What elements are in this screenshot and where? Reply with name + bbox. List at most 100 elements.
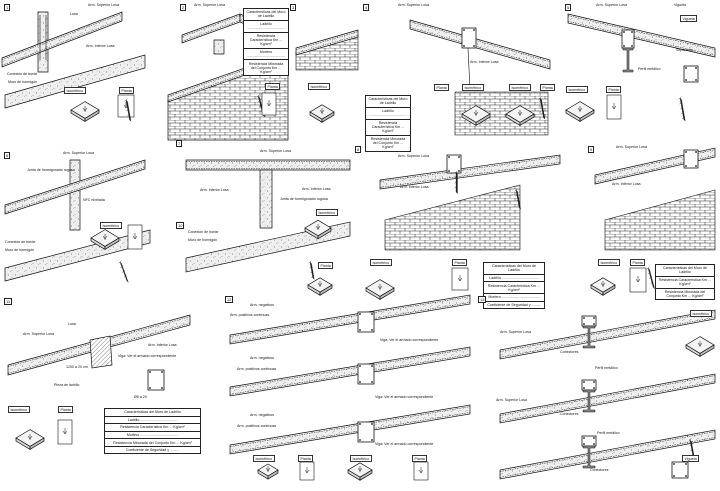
rebar-dot [371,423,373,425]
label-arm-negativos-3: Arm. negativos [250,413,274,417]
arrow-icon [102,234,108,240]
stirrup-tick [257,99,261,103]
arrow-icon [697,341,703,347]
ridge-column [213,39,225,55]
label-nfc: NFC nivelada [83,198,105,202]
label-isometrico-1: Isométrico [64,87,86,94]
label-isometrico-10: Isométrico [8,406,30,413]
rebar-bottom [229,412,471,453]
rebar-dot [473,45,475,47]
arrow-icon [317,281,323,287]
rebar-bottom [295,35,359,54]
ground-slab [4,54,146,109]
label-arm-superior-8: Arm. Superior Losa [616,145,647,149]
label-isometrico-6: Isométrico [100,222,122,229]
muro-table-row: Características del Muro de Ladrillo [366,96,410,108]
rebar-dot [371,365,373,367]
label-junta: Junta de hormigonado rugosa [27,168,75,172]
arrow-icon [611,103,617,110]
rebar-top [409,21,551,62]
rebar-dot [623,45,625,47]
stirrup-tick [538,96,542,100]
brick-wall-8 [384,184,521,251]
detail-number: 11 [4,298,13,305]
label-isometrico-11: Isométrico [253,455,275,462]
arrow-icon [635,276,641,283]
label-arm-inferior-6b: Arm. Inferior Losa [302,187,331,191]
label-planta-2: Planta [265,83,281,90]
stirrup-tick [308,260,312,264]
rebar-top [7,316,191,367]
rebar-dot [623,31,625,33]
rebar-dot [371,329,373,331]
label-muro-hormigon-3: Muro de hormigón [188,238,218,242]
stirrup-tick [515,193,519,197]
stirrup-tick [514,188,518,192]
label-conectores-2: Conectores [560,412,579,416]
rebar-bottom [379,162,561,188]
arrow-icon [577,106,583,112]
isometric-13-side2 [699,344,715,358]
rebar-dot [359,365,361,367]
label-arm-inferior-7: Arm. Inferior Losa [400,185,429,189]
label-cota: 1200 a 20 cm [66,365,88,369]
muro-table-row: Resistencia Característica Km ... Kg/cm² [366,120,410,136]
stirrup-tick [680,106,684,110]
arrow-icon [62,428,68,435]
arrow-icon [377,284,383,290]
rebar-bottom [499,381,716,422]
muro-table-row: Mortero ................................… [105,432,200,440]
label-viga-armado-4: Viga: Ver el armado correspondiente [375,442,434,446]
rebar-top [499,311,716,352]
bar-detail-6 [119,261,129,283]
arrow-icon [315,224,321,230]
muro-table-row: Características del Muro de Ladrillo [656,265,714,277]
beam-section-8 [446,154,462,174]
stirrup-tick [650,281,654,284]
detail-number: 2 [180,4,187,11]
label-planta-11: Planta [298,455,314,462]
detail-number: 3 [290,4,297,11]
stirrup-tick [311,275,315,279]
beam-section-12-2 [357,421,375,443]
isometric-11-side2 [29,437,45,451]
beam-section-12-1 [357,363,375,385]
muro-table-row: Resistencia Minorada del Conjunto Km ...… [105,439,200,447]
rebar-dot [371,313,373,315]
rebar-top [229,296,471,337]
ground-slab-7 [185,221,351,273]
rebar-dot [593,381,595,383]
muro-table-row: Resistencia Minorada del Conjunto Km ...… [248,61,284,74]
rebar-dot [371,381,373,383]
rebar-dot [359,423,361,425]
isometric-5-side2 [579,109,595,123]
label-arm-inferior-9: Arm. Inferior Losa [148,343,177,347]
detail-number: 13 [478,296,487,303]
detail-number: 5 [565,4,572,11]
muro-table-row: Características del Muro de Ladrillo [244,9,288,21]
muro-table-row: Coeficiente de Seguridad γ ......... [487,302,541,307]
stirrup-tick [125,103,129,107]
label-arm-positivos-3: Arm. positivos contínuas [237,424,277,428]
rebar-top [499,431,716,472]
label-conectores-3: Conectores [590,468,609,472]
beam-section-4 [461,27,477,49]
stirrup-tick [454,180,458,184]
isometric-6-side2 [104,237,120,251]
rebar-dot [593,317,595,319]
rebar-top [4,161,146,207]
isometric-7b-side2 [319,284,333,296]
detail-number: 7 [176,140,183,147]
label-arm-superior-7: Arm. Superior Losa [398,154,429,158]
muro-table-row: Coeficiente de Seguridad γ ......... [125,448,180,453]
stirrup-tick [118,260,122,264]
label-isometrico-12: Isométrico [350,455,372,462]
stirrup-tick [688,438,692,442]
label-muro-hormigon: Muro de hormigón [8,80,38,84]
isometric-1-side2 [84,109,100,123]
label-planta-8: Planta [452,259,468,266]
rebar-bottom [499,437,716,478]
label-isometrico-3: Isométrico [462,84,484,91]
stirrup-tick [646,266,650,270]
